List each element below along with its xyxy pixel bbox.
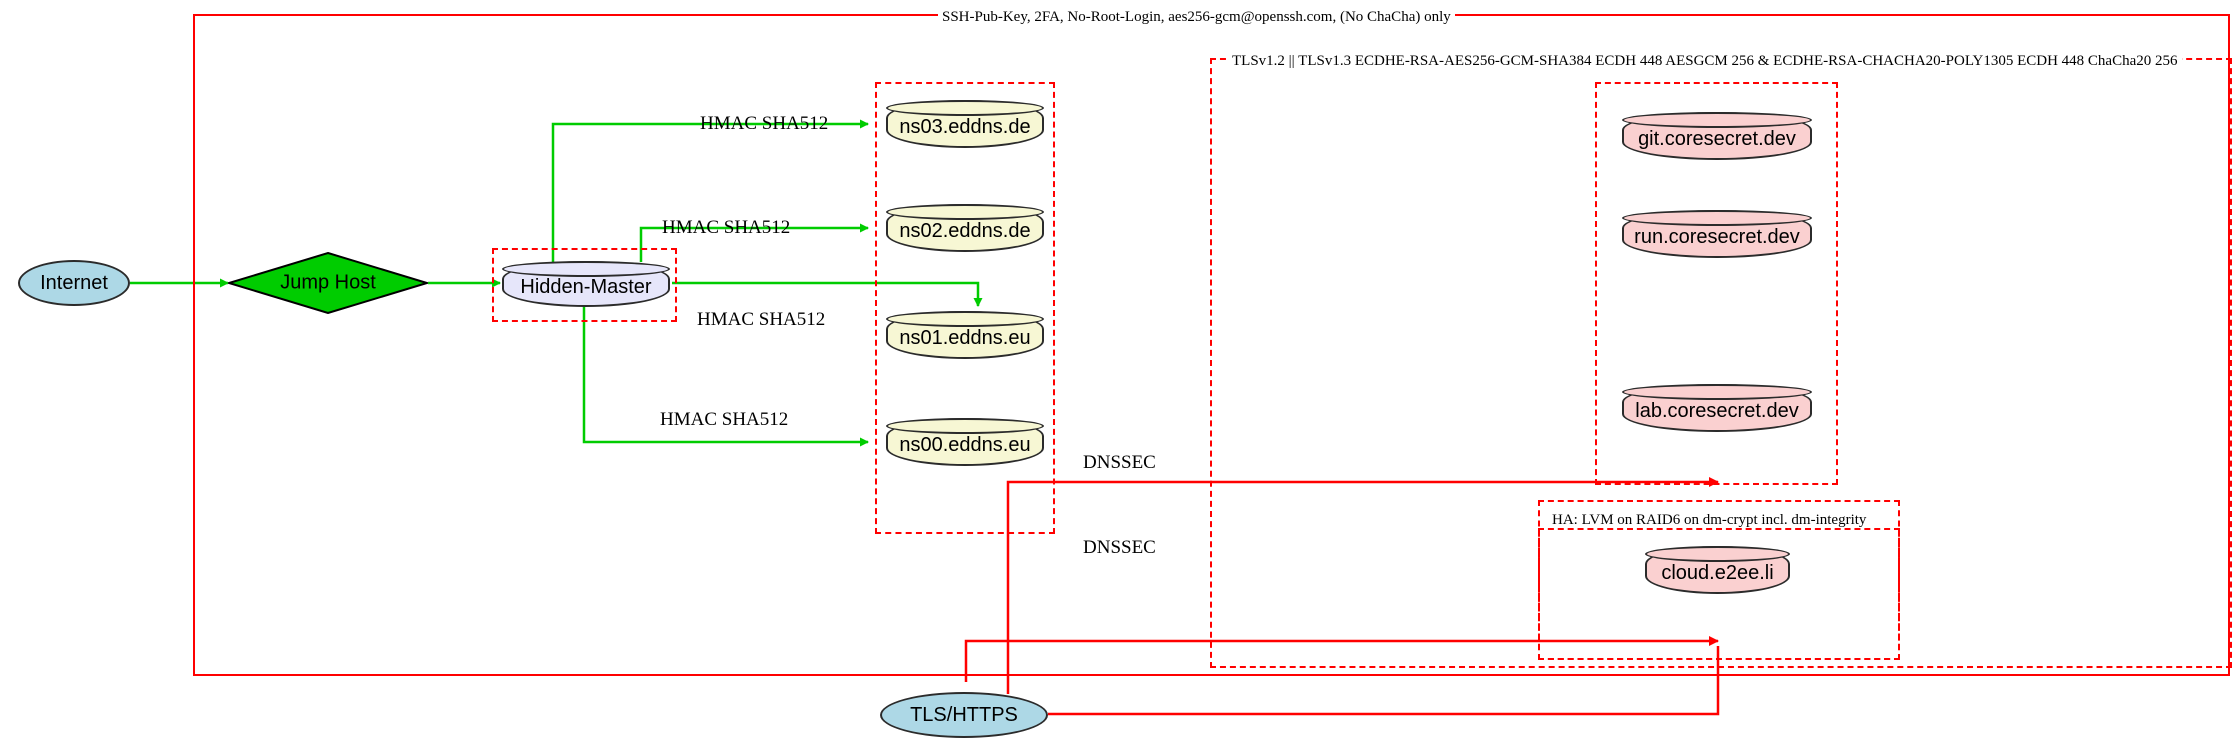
node-git-coresecret[interactable]: git.coresecret.dev	[1622, 112, 1812, 160]
cluster-hidden-master	[492, 248, 677, 322]
node-tls-https[interactable]: TLS/HTTPS	[880, 692, 1048, 738]
node-ns00-label: ns00.eddns.eu	[899, 433, 1031, 456]
node-git-coresecret-label: git.coresecret.dev	[1638, 127, 1796, 150]
node-ns03[interactable]: ns03.eddns.de	[886, 100, 1044, 148]
node-lab-coresecret[interactable]: lab.coresecret.dev	[1622, 384, 1812, 432]
node-hidden-master[interactable]: Hidden-Master	[502, 261, 670, 307]
node-internet[interactable]: Internet	[18, 260, 130, 306]
node-internet-label: Internet	[40, 271, 108, 294]
node-cloud-e2ee[interactable]: cloud.e2ee.li	[1645, 546, 1790, 594]
edge-label-hmac-ns02: HMAC SHA512	[662, 217, 791, 238]
node-run-coresecret[interactable]: run.coresecret.dev	[1622, 210, 1812, 258]
node-ns02-label: ns02.eddns.de	[899, 219, 1031, 242]
cluster-coresecret	[1595, 82, 1838, 485]
node-tls-https-label: TLS/HTTPS	[910, 703, 1018, 726]
edge-label-hmac-ns01: HMAC SHA512	[697, 309, 826, 330]
cluster-ha-label: HA: LVM on RAID6 on dm-crypt incl. dm-in…	[1548, 513, 1871, 528]
edge-label-hmac-ns00: HMAC SHA512	[660, 409, 789, 430]
cluster-dns-zone	[875, 82, 1055, 534]
node-ns03-label: ns03.eddns.de	[899, 115, 1031, 138]
node-hidden-master-label: Hidden-Master	[520, 275, 652, 298]
edge-label-dnssec-lower: DNSSEC	[1083, 537, 1156, 558]
node-jump-host[interactable]: Jump Host	[228, 252, 428, 314]
cluster-cloud	[1538, 528, 1900, 660]
node-ns00[interactable]: ns00.eddns.eu	[886, 418, 1044, 466]
edge-label-dnssec-upper: DNSSEC	[1083, 452, 1156, 473]
cluster-ssh-label: SSH-Pub-Key, 2FA, No-Root-Login, aes256-…	[938, 10, 1455, 25]
node-ns02[interactable]: ns02.eddns.de	[886, 204, 1044, 252]
node-ns01[interactable]: ns01.eddns.eu	[886, 311, 1044, 359]
node-ns01-label: ns01.eddns.eu	[899, 326, 1031, 349]
cluster-tls-label: TLSv1.2 || TLSv1.3 ECDHE-RSA-AES256-GCM-…	[1228, 54, 2182, 69]
node-lab-coresecret-label: lab.coresecret.dev	[1635, 399, 1799, 422]
edge-label-hmac-ns03: HMAC SHA512	[700, 113, 829, 134]
node-run-coresecret-label: run.coresecret.dev	[1634, 225, 1800, 248]
node-cloud-e2ee-label: cloud.e2ee.li	[1661, 561, 1774, 584]
